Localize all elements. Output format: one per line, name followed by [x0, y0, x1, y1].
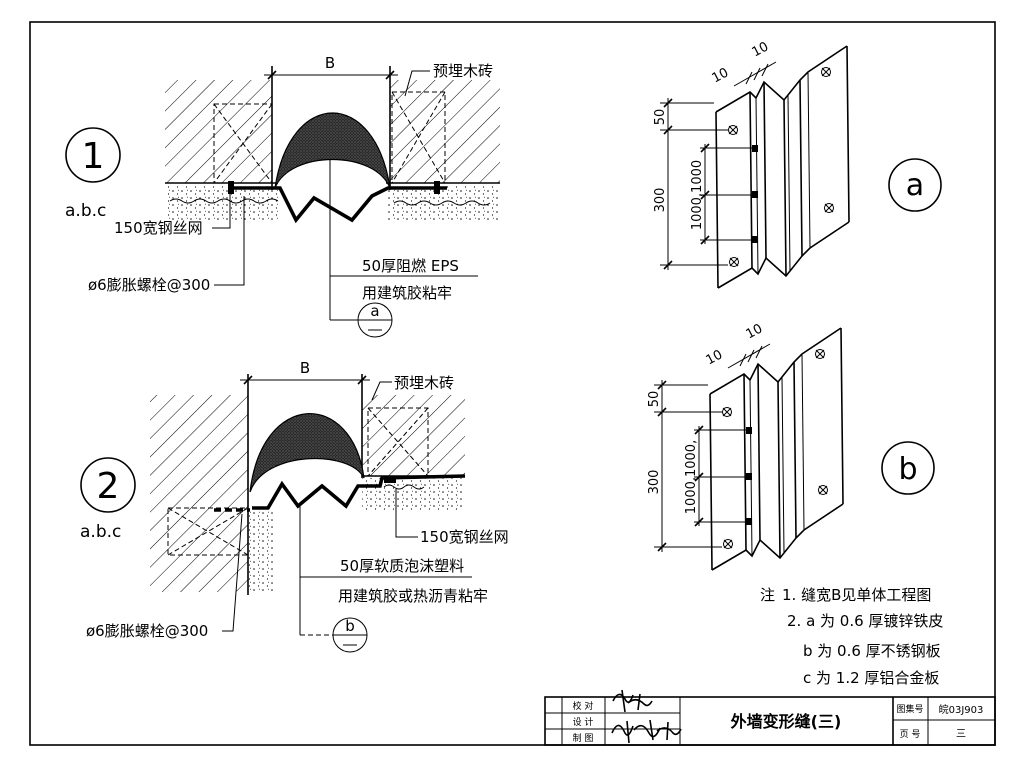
wood-brick-left: [167, 507, 249, 556]
atlas-number: 皖03J903: [939, 703, 984, 716]
notes: 注 1. 缝宽B见单体工程图 2. a 为 0.6 厚镀锌铁皮 b 为 0.6 …: [760, 586, 943, 687]
plaster-right: [362, 478, 465, 510]
bolt-leader: ø6膨胀螺栓@300: [88, 196, 245, 294]
sheet-title: 外墙变形缝(三): [730, 712, 842, 731]
dim-spacing: 300: [647, 470, 662, 495]
right-wall-hatch: [362, 395, 465, 476]
wire-mesh-right: [383, 484, 425, 490]
note-item: 2. a 为 0.6 厚镀锌铁皮: [787, 612, 943, 630]
wire-mesh-leader: 150宽钢丝网: [114, 194, 231, 237]
bolt-label: ø6膨胀螺栓@300: [86, 622, 208, 640]
dim-spacing: 300: [653, 188, 668, 213]
detail-number-text: 1: [82, 136, 105, 177]
fold-dim-1: 10: [704, 347, 726, 368]
dim-inner: 1000,1000,: [684, 440, 699, 514]
note-item: b 为 0.6 厚不锈钢板: [803, 642, 941, 660]
fold-dim-2: 10: [744, 321, 766, 342]
sheet-b-tag: b: [881, 441, 935, 495]
anchor-bolt-left: [228, 181, 234, 194]
anchor-bolt-right: [434, 181, 440, 194]
foam-filler-arch: [249, 413, 365, 493]
bolt-label: ø6膨胀螺栓@300: [88, 276, 210, 294]
fold-width-dimension: 10 10: [704, 321, 771, 369]
filler-note: 用建筑胶粘牢: [362, 284, 452, 302]
fold-dim-2: 10: [750, 39, 772, 60]
index-symbol-a: a: [330, 302, 393, 338]
detail-number-1: 1: [65, 127, 121, 183]
fold-dim-1: 10: [710, 65, 732, 86]
dim-inner: 1000,1000: [690, 160, 705, 230]
width-dimension: B: [240, 359, 370, 385]
filler-label: 50厚软质泡沫塑料: [340, 557, 464, 575]
height-dimensions: 50 300 1000,1000,: [647, 380, 746, 552]
note-item: c 为 1.2 厚铝合金板: [803, 669, 939, 687]
filler-leader: 50厚阻燃 EPS 用建筑胶粘牢: [329, 160, 478, 320]
filler-label: 50厚阻燃 EPS: [362, 257, 459, 275]
wood-brick-leader: 预埋木砖: [404, 62, 493, 97]
signature-designer: [611, 719, 682, 744]
plaster-wall-face: [248, 508, 275, 592]
wire-mesh-leader: 150宽钢丝网: [395, 489, 509, 546]
wire-mesh-right: [393, 200, 491, 206]
applies-to-label: a.b.c: [80, 522, 121, 542]
width-label: B: [325, 54, 335, 72]
wood-brick-leader: 预埋木砖: [371, 374, 454, 401]
role-drafter: 制 图: [573, 732, 594, 744]
width-label: B: [300, 359, 310, 377]
plaster-right: [388, 185, 500, 221]
metal-cover-sheet: [252, 474, 466, 510]
fold-width-dimension: 10 10: [710, 39, 777, 87]
dim-top: 50: [653, 109, 668, 126]
applies-to-label: a.b.c: [65, 201, 106, 221]
index-ref-label: b: [345, 617, 355, 635]
dim-top: 50: [647, 391, 662, 408]
width-dimension: B: [264, 54, 398, 80]
wire-mesh-label: 150宽钢丝网: [420, 528, 509, 546]
notes-heading: 注: [760, 586, 775, 604]
filler-note: 用建筑胶或热沥青粘牢: [338, 587, 488, 605]
bolt-leader: ø6膨胀螺栓@300: [86, 513, 243, 640]
detail-1: B 预埋木砖 1 a.b.c 150宽钢丝网 ø6膨胀螺栓@300 50厚阻燃 …: [65, 54, 500, 338]
wood-brick-right: [367, 407, 429, 477]
index-symbol-b: b: [300, 617, 368, 653]
metal-cover-sheet: [228, 186, 447, 224]
detail-number-2: 2: [80, 457, 136, 513]
left-wall-hatch: [150, 395, 248, 592]
sheet-a-tag: a: [888, 158, 942, 212]
wood-brick-label: 预埋木砖: [433, 62, 493, 80]
page-number: 三: [956, 729, 966, 740]
note-item: 1. 缝宽B见单体工程图: [782, 586, 931, 604]
detail-2: B 预埋木砖 2 a.b.c 150宽钢丝网 50厚软质泡沫塑料 用建筑胶或热沥…: [80, 359, 509, 653]
page-label: 页 号: [900, 729, 921, 740]
title-block: 校 对 设 计 制 图 外墙变形缝(三) 图集号 皖03J903 页 号 三: [544, 689, 996, 746]
height-dimensions: 50 300 1000,1000: [653, 98, 752, 270]
signature-checker: [612, 689, 653, 713]
left-wall-hatch: [165, 80, 272, 183]
detail-number-text: 2: [97, 466, 120, 507]
wire-mesh-label: 150宽钢丝网: [114, 219, 203, 237]
sheet-border: [29, 21, 996, 746]
sheet-a: 10 10 50 300 1000,1000: [653, 39, 850, 289]
sheet-b: 10 10 50 300 1000,1000,: [647, 321, 844, 571]
folded-sheet-a: [715, 45, 850, 289]
index-ref-label: a: [370, 302, 379, 320]
sheet-a-label: a: [906, 168, 924, 203]
wood-brick-label: 预埋木砖: [394, 374, 454, 392]
anchor-bolt-right: [384, 478, 396, 483]
atlas-number-label: 图集号: [896, 703, 923, 715]
eps-filler-arch: [274, 112, 391, 189]
role-designer: 设 计: [573, 716, 594, 728]
filler-leader: 50厚软质泡沫塑料 用建筑胶或热沥青粘牢: [299, 506, 488, 635]
folded-sheet-b: [709, 327, 844, 571]
wire-mesh-left: [169, 198, 279, 204]
sheet-b-label: b: [898, 452, 917, 487]
role-checker: 校 对: [573, 700, 594, 712]
